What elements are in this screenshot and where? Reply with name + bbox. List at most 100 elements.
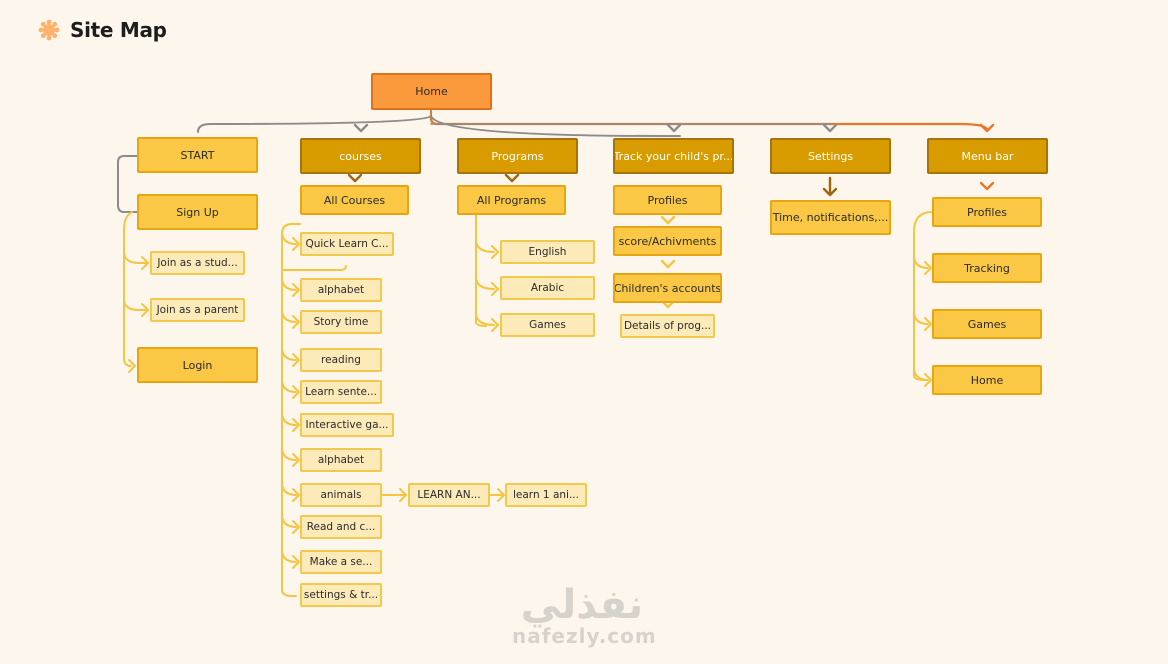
connector-9 [117,155,138,213]
nafezly-watermark: نفذلي nafezly.com [512,582,657,648]
connector-11 [123,251,149,264]
connector-52 [660,259,676,269]
connector-24 [292,315,300,329]
node-all-courses[interactable]: All Courses [300,185,409,215]
node-join-parent[interactable]: Join as a parent [150,298,245,322]
node-games-program[interactable]: Games [500,313,595,337]
node-read-and-c[interactable]: Read and c... [300,515,382,539]
node-details-of-progress[interactable]: Details of prog... [620,314,715,338]
connector-45 [475,241,495,253]
connector-27 [281,381,297,393]
connector-59 [924,261,932,275]
node-track-profiles[interactable]: Profiles [613,185,722,215]
connector-39 [281,265,347,271]
node-learn-animals[interactable]: LEARN AN... [408,483,490,507]
node-alphabet-1[interactable]: alphabet [300,278,382,302]
watermark-arabic: نفذلي [520,582,644,628]
node-menu-bar[interactable]: Menu bar [927,138,1048,174]
node-courses[interactable]: courses [300,138,421,174]
connector-31 [281,449,297,461]
connector-60 [913,313,929,325]
connector-37 [281,551,297,563]
connector-12 [123,299,149,311]
node-settings-tr[interactable]: settings & tr... [300,583,382,607]
connector-10 [123,211,133,367]
node-join-student[interactable]: Join as a stud... [150,251,245,275]
connector-35 [281,516,297,528]
node-sign-up[interactable]: Sign Up [137,194,258,230]
connector-20 [292,237,300,251]
node-menu-tracking[interactable]: Tracking [932,253,1042,283]
connector-49 [475,314,495,326]
node-menu-profiles[interactable]: Profiles [932,197,1042,227]
node-make-a-se[interactable]: Make a se... [300,550,382,574]
connector-5 [353,123,369,133]
connector-6 [666,123,682,133]
watermark-latin: nafezly.com [512,624,657,648]
node-interactive-games[interactable]: Interactive ga... [300,413,394,437]
connector-21 [281,279,297,291]
connector-63 [924,373,932,387]
connector-22 [292,283,300,297]
connector-25 [281,349,297,361]
connector-48 [491,282,499,296]
node-score-achievements[interactable]: score/Achivments [613,226,722,256]
node-story-time[interactable]: Story time [300,310,382,334]
connector-50 [491,318,499,332]
node-start[interactable]: START [137,137,258,173]
node-learn-1-animal[interactable]: learn 1 ani... [505,483,587,507]
node-login[interactable]: Login [137,347,258,383]
node-english[interactable]: English [500,240,595,264]
connector-46 [491,245,499,259]
connector-51 [660,215,676,225]
node-learn-sentences[interactable]: Learn sente... [300,380,382,404]
connector-23 [281,311,297,323]
connector-44 [475,214,487,327]
connector-7 [822,123,838,133]
node-reading[interactable]: reading [300,348,382,372]
connector-53 [660,299,676,309]
connector-36 [292,520,300,534]
node-time-notifications[interactable]: Time, notifications,... [770,200,891,235]
connector-28 [292,385,300,399]
connector-61 [924,317,932,331]
page-title: Site Map [70,18,167,42]
connector-56 [979,181,995,191]
node-animals[interactable]: animals [300,483,382,507]
connector-38 [292,555,300,569]
node-alphabet-2[interactable]: alphabet [300,448,382,472]
connector-55 [822,187,838,197]
node-menu-games[interactable]: Games [932,309,1042,339]
page-header: Site Map [38,18,167,42]
connector-8 [979,123,995,133]
connector-15 [128,359,136,373]
connector-2 [197,115,432,133]
connector-62 [913,369,929,381]
node-menu-home[interactable]: Home [932,365,1042,395]
node-settings[interactable]: Settings [770,138,891,174]
connector-58 [913,257,929,269]
connector-32 [292,453,300,467]
connector-43 [497,488,505,502]
connector-3 [430,115,681,137]
connector-16 [347,173,363,183]
connector-17 [504,173,520,183]
connector-34 [292,488,300,502]
node-programs[interactable]: Programs [457,138,578,174]
node-children-accounts[interactable]: Children's accounts [613,273,722,303]
connector-57 [913,211,933,381]
connector-29 [281,414,297,426]
connector-33 [281,484,297,496]
connector-30 [292,418,300,432]
node-arabic[interactable]: Arabic [500,276,595,300]
connector-19 [281,233,297,245]
connector-18 [281,223,301,597]
node-quick-learn[interactable]: Quick Learn C... [300,232,394,256]
node-all-programs[interactable]: All Programs [457,185,566,215]
node-home[interactable]: Home [371,73,492,110]
connector-47 [475,278,495,290]
node-track-child[interactable]: Track your child's pr... [613,138,734,174]
connector-13 [141,256,149,270]
